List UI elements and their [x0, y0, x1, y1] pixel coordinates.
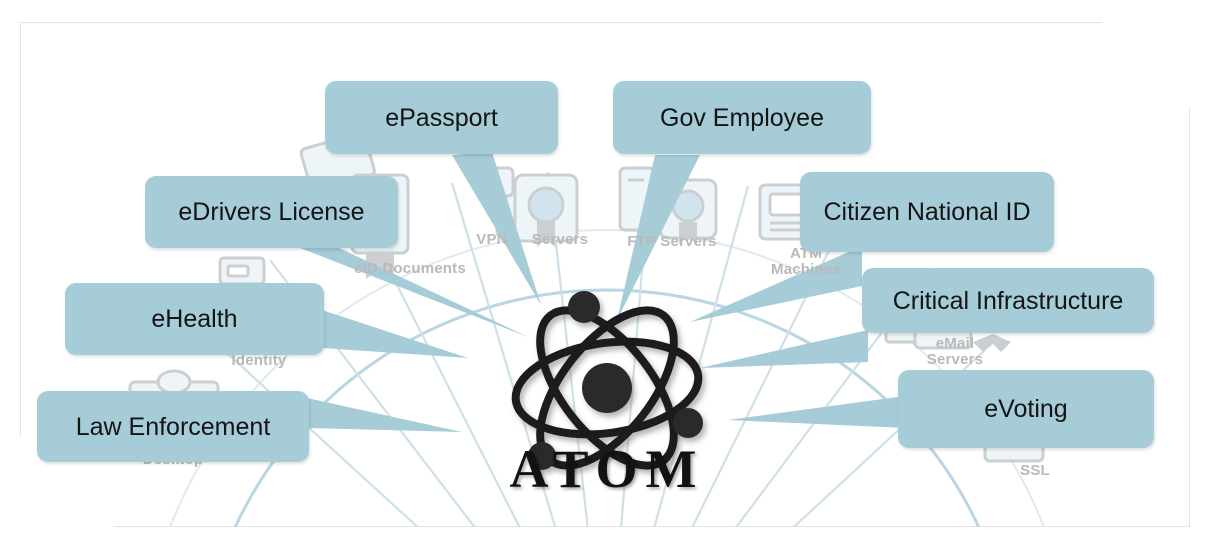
- watermark-label-ssl: SSL: [1020, 462, 1050, 479]
- watermark-label-eid-documents: eID Documents: [354, 260, 466, 277]
- callout-edrivers-license-bubble[interactable]: eDrivers License: [145, 176, 398, 248]
- callout-epassport-bubble[interactable]: ePassport: [325, 81, 558, 154]
- callout-gov-employee-bubble[interactable]: Gov Employee: [613, 81, 871, 154]
- callout-law-enforcement-bubble[interactable]: Law Enforcement: [37, 391, 309, 462]
- watermark-label-servers: Servers: [531, 231, 589, 248]
- atom-symbol-icon: [511, 291, 703, 470]
- watermark-label-vpn: VPN: [476, 231, 508, 248]
- watermark-label-identity: Identity: [231, 352, 287, 369]
- callout-evoting-bubble[interactable]: eVoting: [898, 370, 1154, 448]
- watermark-label-email-servers: eMail Servers: [926, 335, 984, 368]
- callout-citizen-national-id-bubble[interactable]: Citizen National ID: [800, 172, 1054, 252]
- watermark-label-ftp-servers: FTP Servers: [627, 233, 717, 250]
- callout-ehealth-bubble[interactable]: eHealth: [65, 283, 324, 355]
- atom-wordmark: ATOM: [509, 439, 705, 499]
- callout-critical-infrastructure-bubble[interactable]: Critical Infrastructure: [862, 268, 1154, 333]
